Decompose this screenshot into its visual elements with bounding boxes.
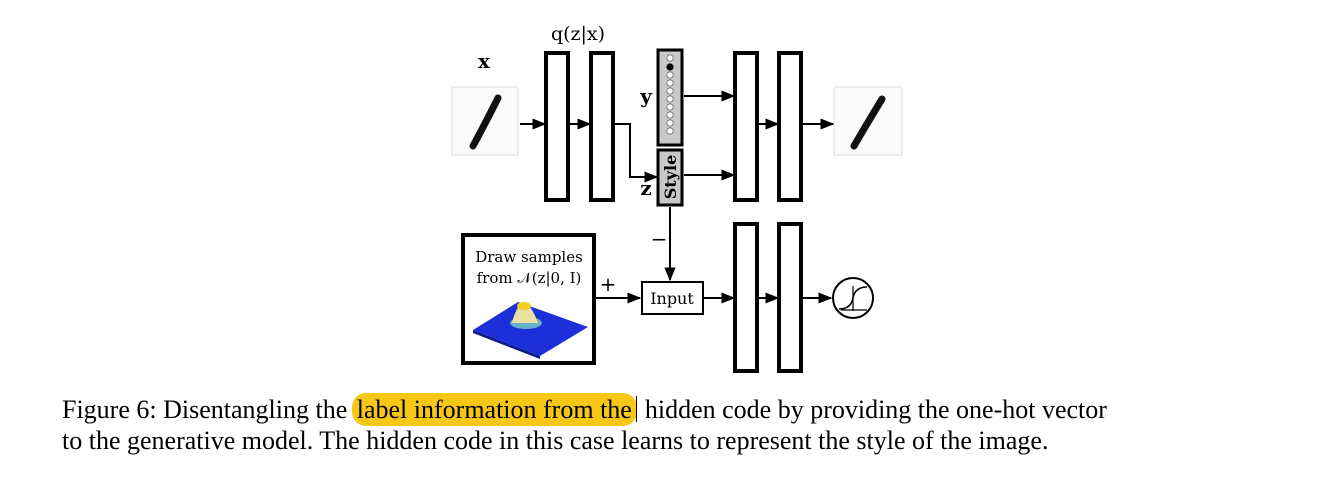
style-label: Style: [661, 155, 680, 200]
caption-line-2: to the generative model. The hidden code…: [62, 426, 1049, 455]
y-vector-cells: [666, 54, 674, 135]
gaussian-surface-icon: [473, 302, 588, 359]
input-digit-image: [451, 86, 519, 156]
plus-sign: +: [600, 272, 617, 296]
caption-text-after: hidden code by providing the one-hot vec…: [638, 395, 1107, 424]
sample-box-line2: from 𝒩(z|0, I): [477, 269, 582, 287]
input-label: Input: [650, 289, 694, 308]
label-y: y: [639, 84, 653, 108]
output-digit-image: [833, 86, 903, 156]
discriminator-layer-1: [733, 222, 759, 373]
caption-line-1: Figure 6: Disentangling the label inform…: [62, 394, 1312, 425]
text-cursor: [635, 396, 638, 422]
sigmoid-icon: [832, 277, 874, 319]
caption-highlight[interactable]: label information from the: [353, 395, 635, 424]
sample-box-line1: Draw samples: [475, 248, 583, 266]
decoder-layer-2: [777, 51, 803, 202]
discriminator-layer-2: [777, 222, 803, 373]
label-x: x: [478, 49, 491, 73]
encoder-layer-2: [589, 51, 615, 202]
figure-caption: Figure 6: Disentangling the label inform…: [62, 394, 1312, 456]
decoder-layer-1: [733, 51, 759, 202]
caption-text-before: Figure 6: Disentangling the: [62, 395, 354, 424]
encoder-layer-1: [544, 51, 570, 202]
label-z: z: [640, 176, 651, 200]
encoder-decoder-arrows: [520, 90, 835, 183]
input-box: [641, 281, 704, 315]
encoder-label: q(z|x): [551, 23, 605, 45]
minus-sign: −: [651, 227, 668, 251]
